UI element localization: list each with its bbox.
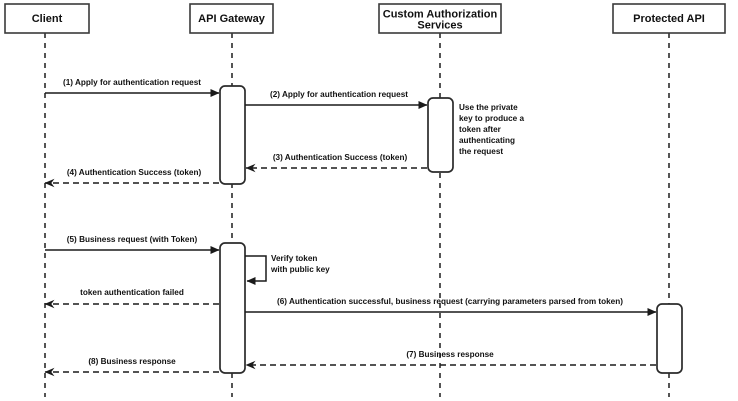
message-label-6: (6) Authentication successful, business … <box>277 297 623 306</box>
message-label-7: (7) Business response <box>406 350 494 359</box>
note-line-4: authenticating <box>459 136 515 145</box>
participant-header-protected_api[interactable]: Protected API <box>612 3 726 34</box>
activation-bar-api_gateway <box>219 85 246 185</box>
note-line-2: key to produce a <box>459 114 525 123</box>
message-label-2: (2) Apply for authentication request <box>270 90 408 99</box>
participant-box-custom_auth[interactable] <box>378 3 502 34</box>
activations-group <box>219 85 683 374</box>
message-5: (5) Business request (with Token) <box>45 235 220 254</box>
self-message-label-line1: Verify token <box>271 254 317 263</box>
activation-bar-custom_auth <box>427 97 454 173</box>
messages-group: (1) Apply for authentication request (2) … <box>44 78 657 377</box>
message-4: (4) Authentication Success (token) <box>44 168 219 188</box>
self-message-verify-token: Verify token with public key <box>245 254 330 285</box>
participant-box-client[interactable] <box>4 3 90 34</box>
participant-box-api_gateway[interactable] <box>189 3 274 34</box>
participant-label-protected_api: Protected API <box>633 13 705 25</box>
message-fail: token authentication failed <box>44 288 219 309</box>
message-label-3: (3) Authentication Success (token) <box>273 153 408 162</box>
self-message-path-verify-token <box>245 255 267 285</box>
message-label-fail: token authentication failed <box>80 288 184 297</box>
note-line-5: the request <box>459 147 503 156</box>
message-6: (6) Authentication successful, business … <box>245 297 657 316</box>
lifelines-group <box>44 33 670 397</box>
message-3: (3) Authentication Success (token) <box>245 153 427 173</box>
self-message-label-line2: with public key <box>270 265 330 274</box>
note-line-1: Use the private <box>459 103 518 112</box>
message-label-5: (5) Business request (with Token) <box>67 235 198 244</box>
participant-label-client: Client <box>32 13 63 25</box>
notes-group: Use the private key to produce a token aft… <box>459 103 525 156</box>
participant-header-api_gateway[interactable]: API Gateway <box>189 3 274 34</box>
participant-label-custom_auth-line2: Services <box>417 19 462 31</box>
participant-label-custom_auth-line1: Custom Authorization <box>383 8 498 20</box>
participant-box-protected_api[interactable] <box>612 3 726 34</box>
participant-label-api_gateway: API Gateway <box>198 13 266 25</box>
message-2: (2) Apply for authentication request <box>245 90 428 109</box>
participant-header-client[interactable]: Client <box>4 3 90 34</box>
message-7: (7) Business response <box>245 350 656 370</box>
activation-bar-api_gateway <box>219 242 246 374</box>
message-label-1: (1) Apply for authentication request <box>63 78 201 87</box>
message-label-8: (8) Business response <box>88 357 176 366</box>
message-8: (8) Business response <box>44 357 219 377</box>
activation-bar-protected_api <box>656 303 683 374</box>
message-1: (1) Apply for authentication request <box>45 78 220 97</box>
note-private-key-note: Use the private key to produce a token aft… <box>459 103 525 156</box>
note-line-3: token after <box>459 125 502 134</box>
self-messages-group: Verify token with public key <box>245 254 330 285</box>
message-label-4: (4) Authentication Success (token) <box>67 168 202 177</box>
participant-headers-group: Client API Gateway Custom AuthorizationSer… <box>4 3 726 34</box>
